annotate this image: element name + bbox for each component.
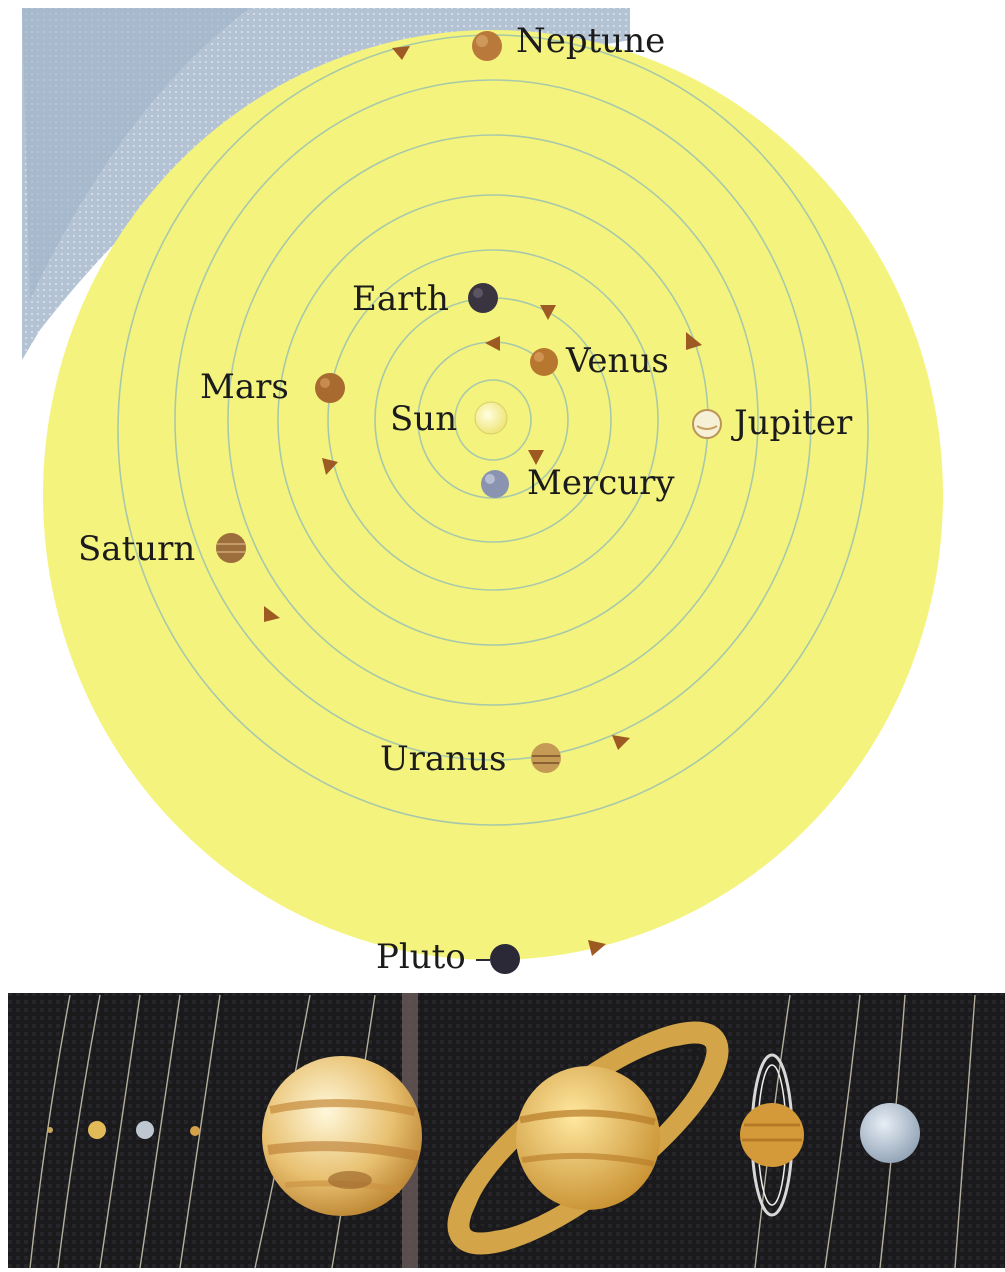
planet-labels: Neptune Earth Venus Mars Sun Jupiter Mer… xyxy=(78,21,853,977)
sky-background xyxy=(22,8,630,360)
label-sun: Sun xyxy=(390,399,457,439)
label-mercury: Mercury xyxy=(527,463,675,503)
pluto-planet xyxy=(490,944,520,974)
label-venus: Venus xyxy=(565,341,669,381)
label-uranus: Uranus xyxy=(380,739,506,779)
mercury-small xyxy=(47,1127,53,1133)
planet-size-strip xyxy=(8,993,1005,1269)
label-mars: Mars xyxy=(200,367,289,407)
jupiter-large xyxy=(262,1056,422,1216)
venus-planet xyxy=(530,348,558,376)
neptune-large xyxy=(860,1103,920,1163)
neptune-planet xyxy=(472,31,502,61)
arrow-marker xyxy=(540,305,556,320)
mercury-planet xyxy=(481,470,509,498)
arrow-marker xyxy=(686,332,702,350)
mars-small xyxy=(190,1126,200,1136)
arrow-marker xyxy=(588,940,606,956)
label-earth: Earth xyxy=(352,279,449,319)
arrow-marker xyxy=(264,606,280,622)
planets xyxy=(216,31,722,974)
uranus-planet xyxy=(531,743,561,773)
sun-body xyxy=(474,401,508,435)
arrow-marker xyxy=(485,336,500,351)
label-neptune: Neptune xyxy=(516,21,665,61)
arrow-marker xyxy=(322,458,338,475)
arrow-marker xyxy=(612,735,630,750)
arrow-marker xyxy=(528,450,544,465)
label-pluto: Pluto xyxy=(376,937,466,977)
saturn-planet xyxy=(216,533,246,563)
label-jupiter: Jupiter xyxy=(731,403,853,443)
orbit-direction-arrows xyxy=(264,46,702,956)
earth-planet xyxy=(468,283,498,313)
earth-small xyxy=(136,1121,154,1139)
uranus-large xyxy=(740,1053,804,1217)
mars-planet xyxy=(315,373,345,403)
venus-small xyxy=(88,1121,106,1139)
label-saturn: Saturn xyxy=(78,529,195,569)
arrow-marker xyxy=(392,46,410,60)
jupiter-planet xyxy=(692,409,722,439)
saturn-large xyxy=(447,1021,729,1255)
